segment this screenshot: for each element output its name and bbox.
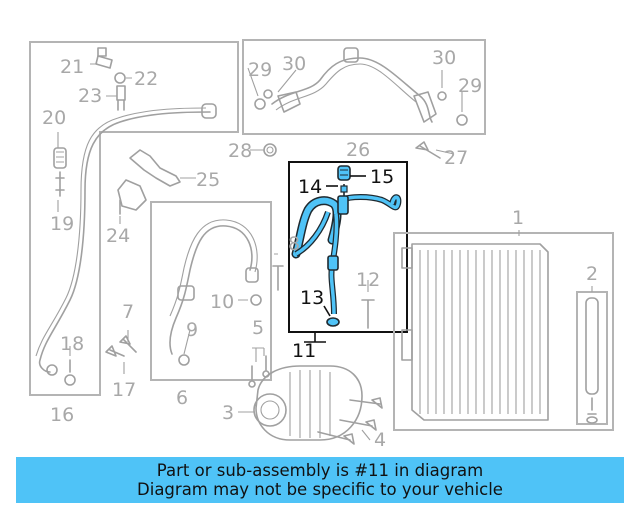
callout-2: 2 <box>586 263 598 285</box>
info-banner: Part or sub-assembly is #11 in diagram D… <box>16 457 624 503</box>
compressor-3 <box>253 365 363 441</box>
part-14-valve-core <box>340 184 348 196</box>
part-21-sensor <box>95 47 113 69</box>
line-assembly-26 <box>271 47 437 123</box>
part-18-oring <box>64 359 76 386</box>
callout-17: 17 <box>112 379 136 401</box>
callout-10: 10 <box>210 291 234 313</box>
callout-9: 9 <box>186 319 198 341</box>
condenser-1 <box>401 243 549 421</box>
part-19-valve-core <box>55 171 65 197</box>
part-29-oring-left <box>254 98 266 110</box>
callout-1: 1 <box>512 207 524 229</box>
callout-30-left: 30 <box>282 53 306 75</box>
part-30-oring-right <box>437 91 447 101</box>
receiver-drier-2 <box>576 291 608 425</box>
callout-18: 18 <box>60 333 84 355</box>
part-17-bolt <box>105 345 125 357</box>
callout-16: 16 <box>50 404 74 426</box>
part-24-bracket <box>117 179 147 215</box>
callout-7: 7 <box>122 301 134 323</box>
part-27-bolt <box>415 141 441 159</box>
part-10-oring <box>250 294 262 306</box>
line-assembly-16 <box>35 103 217 376</box>
callout-11: 11 <box>292 340 316 362</box>
callout-15: 15 <box>370 166 394 188</box>
group-box-1 <box>393 232 614 431</box>
callout-30-right: 30 <box>432 47 456 69</box>
callout-8: 8 <box>288 233 300 255</box>
callout-24: 24 <box>106 225 130 247</box>
part-30-oring-left <box>263 89 273 99</box>
part-13-oring <box>326 317 340 327</box>
part-5-bolts <box>248 355 270 388</box>
callout-19: 19 <box>50 213 74 235</box>
group-box-11 <box>288 161 408 333</box>
part-22-oring <box>114 72 126 84</box>
callout-3: 3 <box>222 402 234 424</box>
callout-12: 12 <box>356 269 380 291</box>
line-assembly-11 <box>291 194 402 315</box>
callout-4: 4 <box>374 429 386 451</box>
callout-28: 28 <box>228 140 252 162</box>
banner-line-1: Part or sub-assembly is #11 in diagram <box>156 461 484 480</box>
group-box-6 <box>150 201 272 381</box>
part-28-nut <box>263 143 277 157</box>
line-assembly-6 <box>169 219 259 355</box>
callout-20: 20 <box>42 107 66 129</box>
callout-13: 13 <box>300 287 324 309</box>
callout-23: 23 <box>78 85 102 107</box>
callout-21: 21 <box>60 56 84 78</box>
part-4-bolts <box>317 397 383 445</box>
parts-diagram: 21 22 23 20 19 24 25 18 17 16 7 29 30 30… <box>29 39 614 451</box>
callout-22: 22 <box>134 68 158 90</box>
part-20-cap <box>53 147 67 169</box>
part-12-bolt <box>361 299 375 329</box>
part-8-bolt <box>272 265 284 291</box>
part-29-oring-right <box>456 114 468 126</box>
part-25-clip <box>129 149 181 187</box>
callout-29-right: 29 <box>458 75 482 97</box>
group-box-16 <box>29 41 239 396</box>
callout-25: 25 <box>196 169 220 191</box>
callout-14: 14 <box>298 176 322 198</box>
callout-27: 27 <box>444 147 468 169</box>
callout-29-left: 29 <box>248 59 272 81</box>
part-23-valve <box>116 85 126 111</box>
callout-6: 6 <box>176 387 188 409</box>
part-9-oring <box>178 354 190 366</box>
banner-line-2: Diagram may not be specific to your vehi… <box>137 480 503 499</box>
part-15-cap <box>337 165 351 181</box>
callout-5: 5 <box>252 317 264 339</box>
callout-26: 26 <box>346 139 370 161</box>
group-box-26 <box>242 39 486 135</box>
